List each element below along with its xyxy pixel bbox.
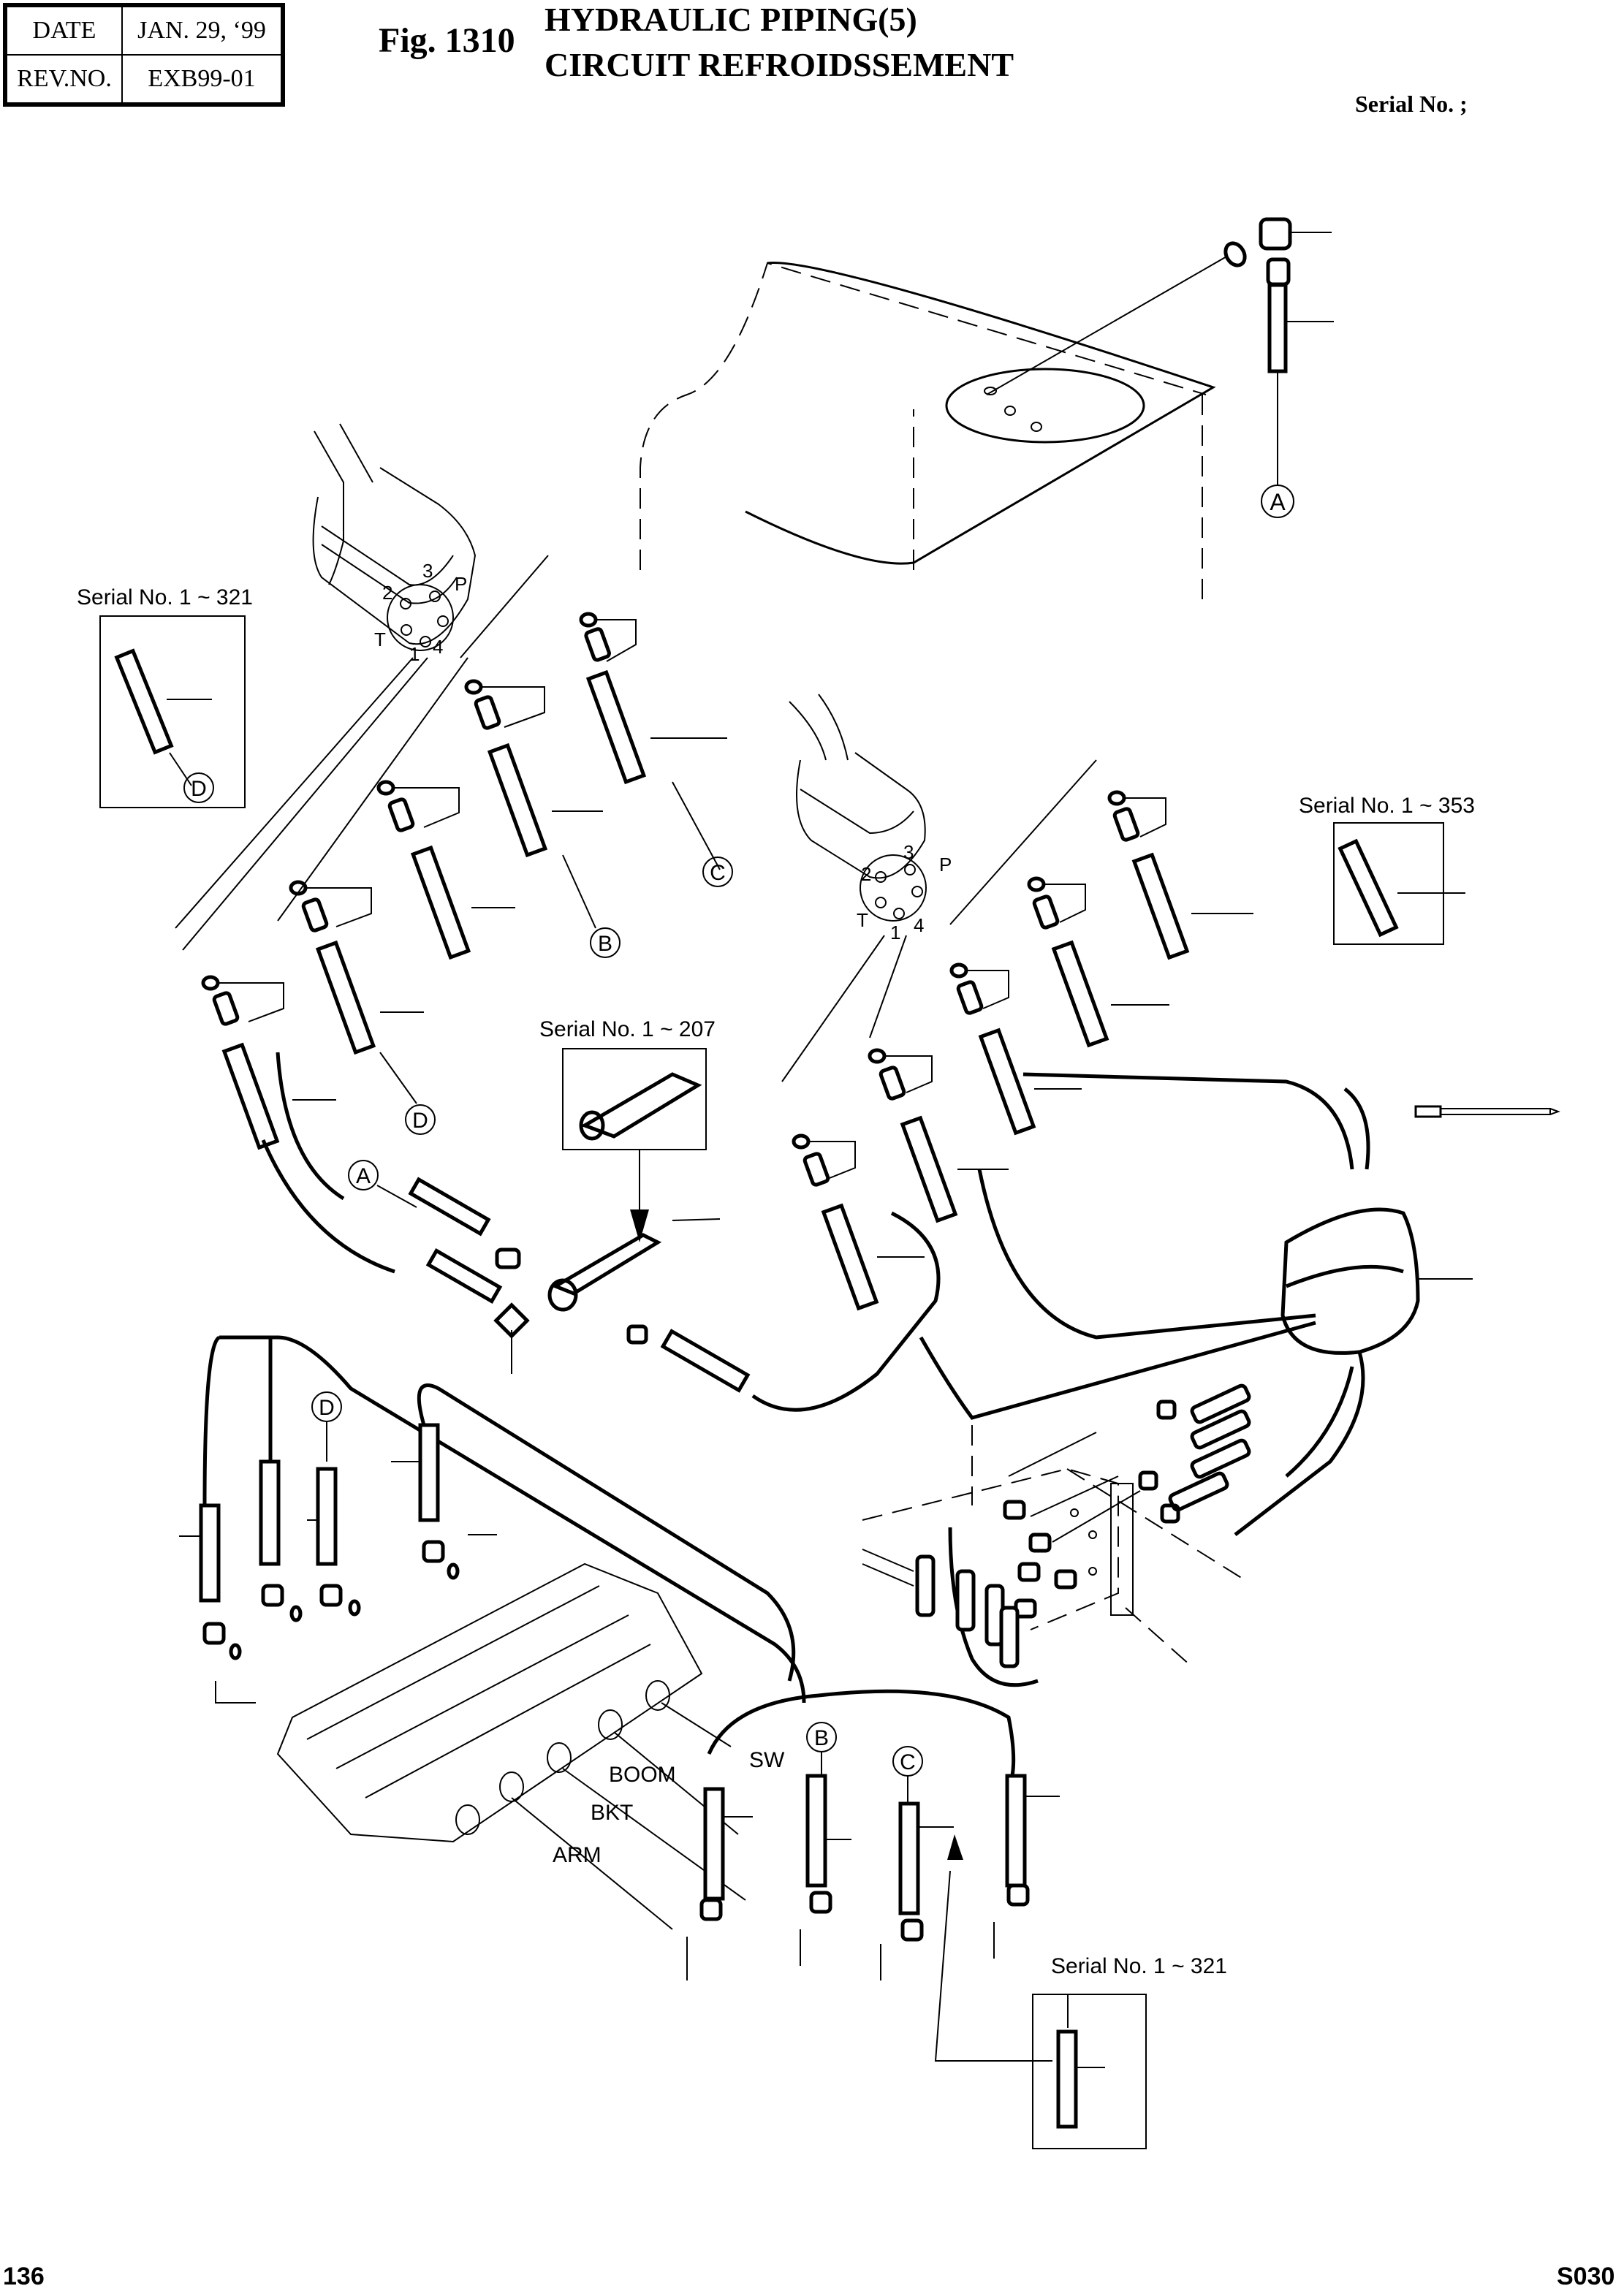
date-row: DATE JAN. 29, ‘99: [4, 4, 284, 56]
tee-bracket-assembly: A: [348, 1160, 941, 1412]
port-4-label: 4: [914, 914, 924, 936]
hose-assembly: [949, 962, 1082, 1136]
hose-assembly: [792, 1133, 925, 1311]
svg-text:C: C: [710, 861, 726, 885]
port-4-label: 4: [433, 636, 443, 658]
right-hose-group: [792, 790, 1253, 1311]
svg-text:B: B: [598, 932, 612, 956]
figure-number: Fig. 1310: [379, 21, 515, 60]
page-number: 136: [3, 2263, 45, 2290]
serial-207-detail: Serial No. 1 ~ 207: [539, 1017, 716, 1242]
right-pilot-valve: 2 3 P T 1 4: [781, 694, 1097, 1082]
cab-frame-outline: [640, 262, 1216, 607]
tank-cap: [945, 368, 1145, 444]
bottom-hose-ends: B C: [686, 1722, 1060, 2062]
manifold-plate: [862, 1425, 1243, 1667]
port-p-label: P: [455, 573, 467, 595]
hose-end: [259, 1459, 281, 1566]
port-1-label: 1: [890, 922, 900, 943]
serial-321-detail-left: Serial No. 1 ~ 321 D: [77, 585, 253, 808]
control-valve: BOOM BKT ARM SW: [276, 1562, 785, 1930]
arrow-down-icon: [630, 1209, 649, 1242]
port-t-label: T: [857, 909, 868, 931]
port-p-label: P: [939, 854, 952, 876]
svg-text:B: B: [814, 1726, 829, 1750]
left-pilot-valve: 2 3 P T 1 4: [175, 423, 549, 951]
serial-353-detail: Serial No. 1 ~ 353: [1299, 794, 1475, 945]
date-value: JAN. 29, ‘99: [121, 4, 284, 56]
hose-end: [199, 1503, 221, 1603]
svg-text:D: D: [319, 1396, 335, 1420]
svg-text:D: D: [191, 777, 207, 801]
port-2-label: 2: [861, 863, 871, 885]
svg-text:A: A: [356, 1164, 371, 1188]
hose-assembly: B: [464, 679, 621, 958]
hose-end: [316, 1467, 338, 1566]
long-hose-routing: [202, 1052, 1316, 1777]
o-ring: [1223, 241, 1247, 267]
boom-label: BOOM: [609, 1763, 676, 1787]
hose-assembly: [1027, 876, 1169, 1048]
serial-207-label: Serial No. 1 ~ 207: [539, 1017, 716, 1041]
page-title-french: CIRCUIT REFROIDSSEMENT: [545, 46, 1014, 83]
tank-elbow-and-hose: A: [986, 217, 1334, 518]
port-1-label: 1: [409, 643, 420, 665]
port-3-label: 3: [903, 841, 914, 863]
left-hose-ends: D: [179, 1391, 497, 1704]
port-t-label: T: [374, 628, 386, 650]
hose-assembly: C: [579, 612, 733, 887]
serial-321-left-label: Serial No. 1 ~ 321: [77, 585, 253, 609]
cable-tie: [1414, 1105, 1560, 1118]
revision-row: REV.NO. EXB99-01: [4, 54, 284, 105]
ref-marker-a: [348, 1160, 379, 1190]
revision-value: EXB99-01: [121, 54, 284, 105]
page-title-english: HYDRAULIC PIPING(5): [545, 1, 917, 38]
serial-number-header: Serial No. ;: [1355, 91, 1468, 117]
ref-marker-c: [702, 857, 733, 887]
revision-table: DATE JAN. 29, ‘99 REV.NO. EXB99-01: [3, 3, 285, 107]
serial-353-label: Serial No. 1 ~ 353: [1299, 794, 1475, 818]
hose-end: [805, 1774, 827, 1888]
manifold-fittings: [915, 1383, 1251, 1668]
hose-assembly: [201, 975, 336, 1150]
serial-321-detail-bottom: Serial No. 1 ~ 321: [1032, 1954, 1227, 2149]
arm-label: ARM: [553, 1843, 602, 1867]
hose-end: [1005, 1774, 1027, 1888]
revision-label: REV.NO.: [4, 54, 123, 105]
hose-end: [1056, 2029, 1078, 2129]
hose-wrap: [1022, 1072, 1473, 1536]
hose-assembly: [868, 1048, 1009, 1223]
date-label: DATE: [4, 4, 123, 56]
hose-assembly: [1107, 790, 1253, 960]
hose-end: [703, 1787, 725, 1901]
port-3-label: 3: [422, 560, 433, 582]
serial-321-bottom-label: Serial No. 1 ~ 321: [1051, 1954, 1227, 1978]
hose-assembly: D: [289, 880, 436, 1135]
svg-text:A: A: [1270, 489, 1286, 515]
document-code: S030: [1557, 2263, 1615, 2290]
hose-end: [898, 1801, 920, 1915]
hose-assembly: [376, 780, 515, 960]
elbow-fitting: [1259, 217, 1292, 251]
hose-end: [418, 1423, 440, 1522]
sw-label: SW: [749, 1748, 785, 1772]
arrow-up-icon: [947, 1834, 963, 1860]
ref-marker-d: [183, 772, 214, 803]
left-hose-group: C B D: [201, 612, 733, 1150]
ref-marker-b: [590, 927, 621, 958]
svg-text:D: D: [412, 1109, 428, 1133]
svg-text:C: C: [900, 1750, 916, 1774]
ref-marker-d: [405, 1104, 436, 1135]
bkt-label: BKT: [591, 1801, 633, 1825]
ref-marker-a: [1261, 485, 1294, 518]
port-2-label: 2: [382, 582, 392, 604]
